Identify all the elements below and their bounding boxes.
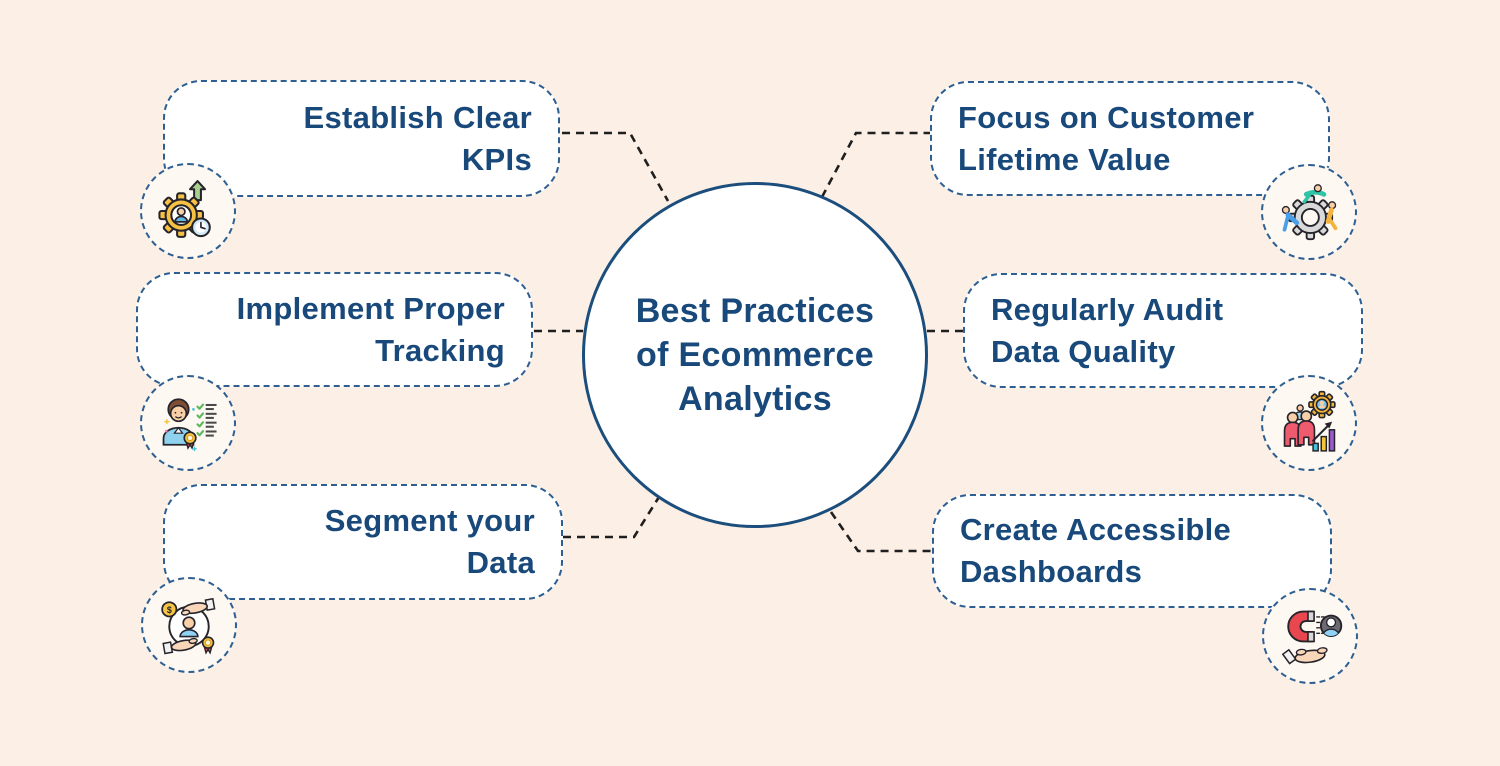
connector-top-left bbox=[562, 131, 670, 202]
node-accessible-dashboards: Create Accessible Dashboards bbox=[932, 494, 1332, 608]
person-checklist-icon bbox=[140, 375, 236, 471]
svg-text:$: $ bbox=[167, 605, 172, 615]
central-topic-line: Best Practices bbox=[635, 292, 875, 330]
team-gear-collaboration-graphic bbox=[1281, 184, 1338, 241]
node-label: Segment your Data bbox=[324, 503, 535, 580]
magnet-lead-hand-icon bbox=[1262, 588, 1358, 684]
node-customer-lifetime-value: Focus on Customer Lifetime Value bbox=[930, 81, 1330, 196]
node-segment-your-data: Segment your Data bbox=[163, 484, 563, 600]
node-label: Create Accessible Dashboards bbox=[960, 512, 1232, 589]
people-analytics-growth-graphic bbox=[1283, 390, 1336, 452]
connector-bottom-right bbox=[829, 511, 932, 553]
team-gear-collaboration-icon bbox=[1261, 164, 1357, 260]
central-topic-line: Analytics bbox=[678, 380, 832, 418]
magnet-lead-hand-graphic bbox=[1281, 610, 1343, 665]
node-establish-clear-kpis: Establish Clear KPIs bbox=[163, 80, 560, 197]
gear-person-performance-graphic bbox=[158, 180, 211, 238]
node-implement-proper-tracking: Implement Proper Tracking bbox=[136, 272, 533, 387]
node-label: Implement Proper Tracking bbox=[236, 290, 505, 368]
person-checklist-graphic bbox=[162, 398, 217, 452]
central-topic: Best Practices of Ecommerce Analytics bbox=[582, 182, 928, 528]
node-label: Establish Clear KPIs bbox=[303, 99, 532, 177]
node-audit-data-quality: Regularly Audit Data Quality bbox=[963, 273, 1363, 388]
connector-top-right bbox=[820, 131, 930, 198]
node-label: Regularly Audit Data Quality bbox=[991, 291, 1224, 369]
connector-bottom-left bbox=[563, 496, 661, 539]
customer-value-hands-icon: $ bbox=[141, 577, 237, 673]
people-analytics-growth-icon bbox=[1261, 375, 1357, 471]
node-label: Focus on Customer Lifetime Value bbox=[958, 99, 1255, 177]
central-topic-line: of Ecommerce bbox=[636, 336, 874, 374]
customer-value-hands-graphic: $ bbox=[161, 597, 216, 655]
gear-person-performance-icon bbox=[140, 163, 236, 259]
